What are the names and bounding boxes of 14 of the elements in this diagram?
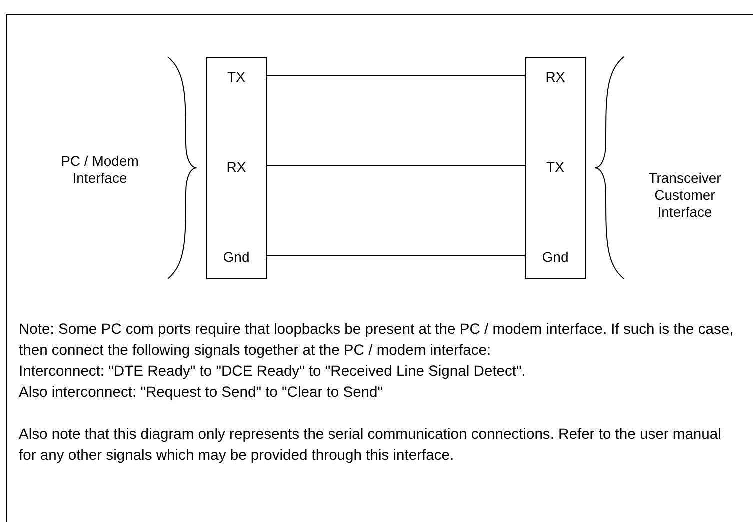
note-text: Also interconnect: "Request to Send" to "Clear to Send" xyxy=(19,384,384,403)
note-text: Also note that this diagram only represents the serial communication connections. Refer to the user manual for any other signals which may be provided through this interface. xyxy=(19,426,722,466)
pin-label: Gnd xyxy=(207,247,266,267)
pin-label: RX xyxy=(526,67,585,87)
pin-label: TX xyxy=(526,157,585,177)
note-text: Interconnect: "DTE Ready" to "DCE Ready" to "Received Line Signal Detect". xyxy=(19,363,527,382)
note-text: Note: Some PC com ports require that loopbacks be present at the PC / modem interface. If such is the case, then connect the following signals together at the PC / modem interface: xyxy=(19,321,735,361)
connector-box xyxy=(525,57,586,279)
pin-label: RX xyxy=(207,157,266,177)
connector-box xyxy=(206,57,267,279)
pin-label: Gnd xyxy=(526,247,585,267)
pin-label: TX xyxy=(207,67,266,87)
interface-label: PC / Modem Interface xyxy=(60,153,140,187)
interface-label: Transceiver Customer Interface xyxy=(648,170,722,221)
